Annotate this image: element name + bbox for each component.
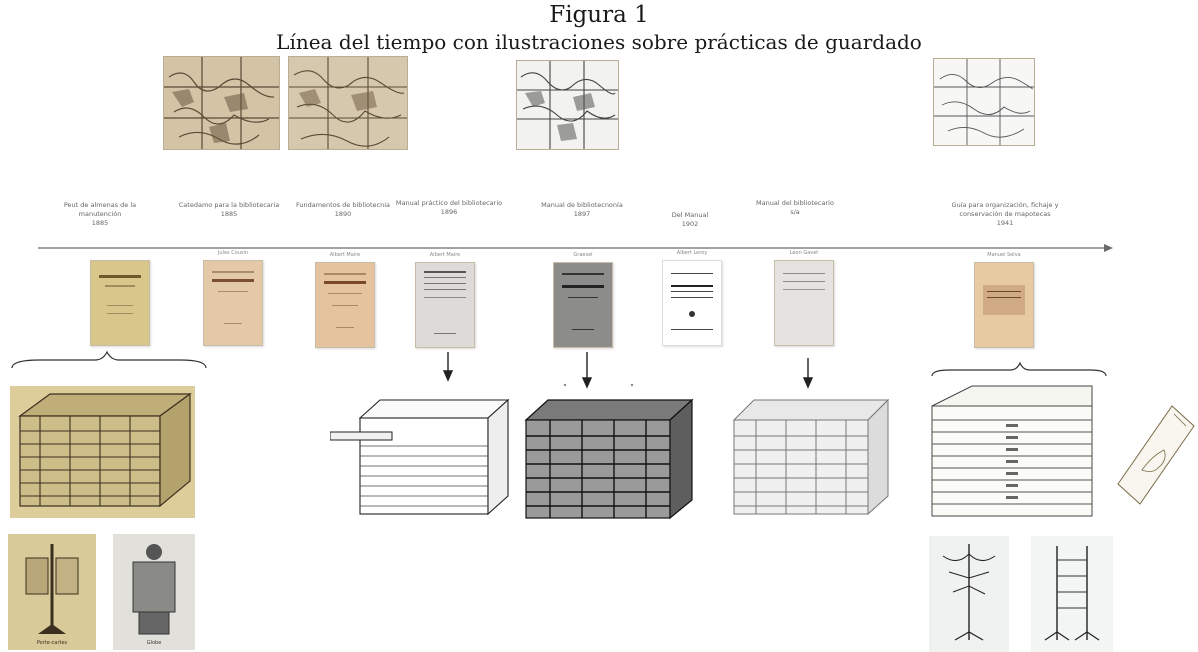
book-author-7: Léon Gavet bbox=[789, 250, 819, 256]
timeline-year-4: 1896 bbox=[440, 208, 458, 216]
map-image-3 bbox=[516, 60, 619, 150]
timeline-label-3: Fundamentos de bibliotecnia 1890 bbox=[288, 201, 398, 219]
globe-stand-illustration: Globe bbox=[113, 534, 195, 650]
timeline-year-7: s/a bbox=[790, 208, 800, 216]
flat-file-cabinet-1941 bbox=[931, 385, 1093, 517]
book-cover-6: Albert Leroy bbox=[662, 250, 722, 346]
timeline-year-8: 1941 bbox=[996, 219, 1014, 227]
timeline-year-1: 1885 bbox=[91, 219, 109, 227]
timeline-label-8: Guía para organización, fichaje y conser… bbox=[940, 201, 1070, 228]
book-cover-3: Albert Maire bbox=[315, 252, 375, 348]
map-hanger-sketch-1 bbox=[929, 536, 1009, 652]
map-cabinet-1897 bbox=[524, 398, 694, 520]
book-cover-5: Graesel bbox=[553, 252, 613, 348]
timeline-title-8: Guía para organización, fichaje y conser… bbox=[951, 201, 1059, 218]
stand-caption-right: Globe bbox=[147, 640, 162, 646]
map-image-4 bbox=[933, 58, 1035, 146]
timeline-year-2: 1885 bbox=[220, 210, 238, 218]
timeline-label-6: Del Manual 1902 bbox=[635, 211, 745, 229]
timeline-title-2: Catedamo para la bibliotecaria bbox=[178, 201, 280, 209]
timeline-arrowhead bbox=[1104, 244, 1113, 252]
timeline-year-6: 1902 bbox=[681, 220, 699, 228]
book-cover-2: Jules Cousin bbox=[203, 250, 263, 346]
timeline-title-3: Fundamentos de bibliotecnia bbox=[295, 201, 391, 209]
map-drawer-illustration bbox=[1117, 405, 1195, 505]
timeline-label-4: Manual práctico del bibliotecario 1896 bbox=[394, 199, 504, 217]
book-author-8: Manuel Selva bbox=[987, 252, 1021, 258]
book-author-3: Albert Maire bbox=[329, 252, 361, 258]
timeline-title-1: Peut de almenas de la manutención bbox=[63, 201, 137, 218]
figure-caption: Línea del tiempo con ilustraciones sobre… bbox=[276, 30, 922, 54]
map-cabinet-1896 bbox=[330, 398, 510, 516]
map-cabinet-1885 bbox=[10, 386, 195, 518]
timeline-title-6: Del Manual bbox=[671, 211, 709, 219]
map-image-2 bbox=[288, 56, 408, 150]
brace-right bbox=[931, 361, 1107, 377]
timeline-label-7: Manual del bibliotecario s/a bbox=[740, 199, 850, 217]
figure-number: Figura 1 bbox=[549, 2, 649, 28]
map-hanger-sketch-2 bbox=[1031, 536, 1113, 652]
book-author-5: Graesel bbox=[573, 252, 593, 258]
timeline-year-3: 1890 bbox=[334, 210, 352, 218]
timeline-label-1: Peut de almenas de la manutención 1885 bbox=[45, 201, 155, 228]
map-stand-illustration: Porte-cartes bbox=[8, 534, 96, 650]
timeline-title-5: Manual de bibliotecnonía bbox=[541, 201, 623, 209]
book-author-6: Albert Leroy bbox=[676, 250, 708, 256]
timeline-label-2: Catedamo para la bibliotecaria 1885 bbox=[174, 201, 284, 219]
map-image-1 bbox=[163, 56, 280, 150]
book-author-4: Albert Maire bbox=[429, 252, 461, 258]
book-cover-8: Manuel Selva bbox=[974, 252, 1034, 348]
map-cabinet-sa bbox=[732, 398, 890, 516]
book-author-2: Jules Cousin bbox=[217, 250, 249, 256]
book-cover-7: Léon Gavet bbox=[774, 250, 834, 346]
book-cover-1 bbox=[90, 260, 150, 346]
timeline-title-7: Manual del bibliotecario bbox=[756, 199, 834, 207]
timeline-title-4: Manual práctico del bibliotecario bbox=[395, 199, 503, 207]
timeline-year-5: 1897 bbox=[573, 210, 591, 218]
book-cover-4: Albert Maire bbox=[415, 252, 475, 348]
brace-left bbox=[11, 350, 207, 369]
timeline-label-5: Manual de bibliotecnonía 1897 bbox=[527, 201, 637, 219]
stand-caption-left: Porte-cartes bbox=[37, 640, 68, 646]
